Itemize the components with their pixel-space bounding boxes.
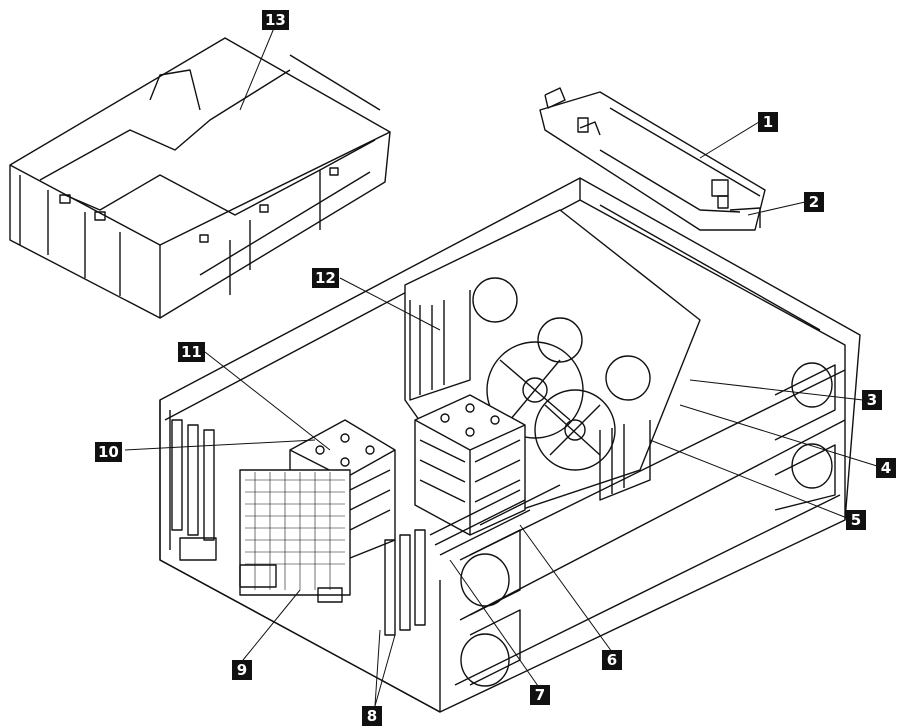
callout-12: 12 (312, 268, 339, 288)
dimm-slots (429, 484, 561, 556)
callout-7: 7 (530, 685, 550, 705)
leader-lines (124, 27, 878, 707)
air-baffle (9, 37, 391, 319)
riser-card-assembly (539, 87, 766, 231)
callout-13: 13 (262, 10, 289, 30)
callout-5: 5 (846, 510, 866, 530)
rear-io-panel (171, 419, 426, 636)
callout-1: 1 (758, 112, 778, 132)
heatsink-right (414, 394, 526, 536)
callout-11: 11 (178, 342, 205, 362)
callout-8: 8 (362, 706, 382, 726)
callout-9: 9 (232, 660, 252, 680)
callout-4: 4 (876, 458, 896, 478)
callout-2: 2 (804, 192, 824, 212)
callout-6: 6 (602, 650, 622, 670)
callout-3: 3 (862, 390, 882, 410)
callout-10: 10 (95, 442, 122, 462)
